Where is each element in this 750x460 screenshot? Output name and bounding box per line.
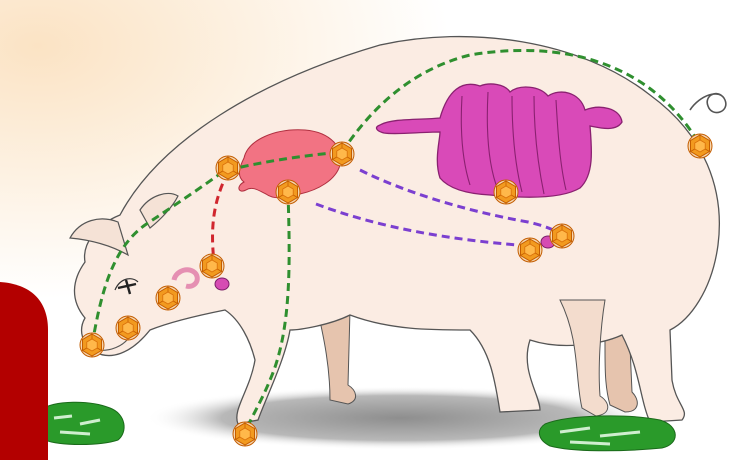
- virus-particle-icon: [216, 156, 240, 180]
- feces-icon: [539, 416, 675, 451]
- virus-particle-icon: [116, 316, 140, 340]
- virus-particle-icon: [80, 333, 104, 357]
- virus-particle-icon: [494, 180, 518, 204]
- virus-particle-icon: [276, 180, 300, 204]
- feces-icon: [35, 402, 124, 444]
- virus-particle-icon: [550, 224, 574, 248]
- virus-particle-icon: [200, 254, 224, 278]
- virus-particle-icon: [233, 422, 257, 446]
- virus-particle-icon: [688, 134, 712, 158]
- lymph-node-icon: [215, 278, 229, 290]
- virus-particle-icon: [330, 142, 354, 166]
- virus-particle-icon: [156, 286, 180, 310]
- virus-particle-icon: [518, 238, 542, 262]
- side-tab: [0, 282, 48, 460]
